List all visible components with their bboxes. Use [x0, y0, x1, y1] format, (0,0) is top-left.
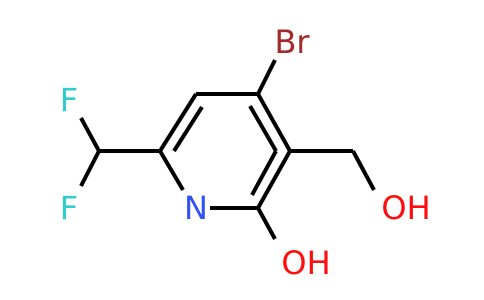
nitrogen-label: N	[184, 189, 208, 227]
bond-cf2-f-bottom	[79, 150, 101, 187]
bond-c2-oh	[256, 207, 277, 240]
bond-c6-n	[158, 149, 185, 192]
bromine-label: Br	[274, 23, 310, 61]
chain-hydroxyl-label: OH	[381, 189, 430, 227]
bond-c5-c6-inner	[172, 105, 204, 153]
ring-hydroxyl-label: OH	[281, 244, 330, 282]
bond-c4-br	[256, 59, 277, 95]
bond-c3-c4-inner	[248, 104, 278, 153]
bond-cf2-f-top	[79, 117, 101, 152]
bond-c2-c3-inner	[250, 150, 278, 196]
fluorine-label-bottom: F	[60, 189, 78, 227]
bond-c2-c3	[256, 150, 292, 209]
atom-labels: Br F F N OH OH	[60, 23, 431, 282]
bond-c5-c6	[158, 92, 198, 153]
fluorine-label-top: F	[60, 81, 78, 119]
bond-ch2-oh	[351, 150, 376, 191]
bond-c3-c4	[256, 93, 292, 152]
bonds	[79, 59, 376, 240]
